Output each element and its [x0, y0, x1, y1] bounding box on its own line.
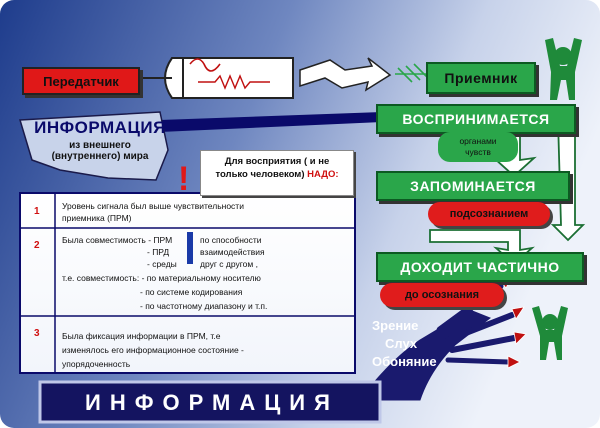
step-partial-label: ДОХОДИТ ЧАСТИЧНО [400, 259, 560, 275]
subconscious-label: подсознанием [449, 208, 529, 220]
perception-note-line2: только человеком) [215, 169, 305, 180]
bottom-banner-label: ИНФОРМАЦИЯ [85, 390, 339, 415]
condition-2-l6: - по частотному диапазону и т.п. [140, 301, 268, 311]
info-source-sub1: из внешнего [69, 140, 131, 151]
step-memorized: ЗАПОМИНАЕТСЯ [376, 171, 570, 201]
step-memorized-label: ЗАПОМИНАЕТСЯ [410, 178, 536, 194]
perception-note: Для восприятия ( и не только человеком) … [200, 150, 354, 196]
transmitter-device [140, 57, 294, 99]
info-source-sub2: (внутреннего) мира [51, 151, 149, 162]
organs-note-line2: чувств [465, 147, 491, 157]
step-partial: ДОХОДИТ ЧАСТИЧНО [376, 252, 584, 282]
condition-2-l1a: Была совместимость - ПРМ [62, 235, 173, 245]
info-arrow [160, 104, 400, 132]
receiver-box: Приемник [426, 62, 536, 94]
conscious-pill: до осознания [380, 283, 504, 307]
subconscious-pill: подсознанием [428, 202, 550, 226]
condition-2-l2a: - ПРД [147, 247, 170, 257]
condition-2-l2b: взаимодействия [200, 247, 265, 257]
condition-3-line1: Была фиксация информации в ПРМ, т.е [62, 331, 221, 341]
condition-2-l3a: - среды [147, 259, 177, 269]
condition-2-l3b: друг с другом , [200, 259, 258, 269]
condition-1-line2: приемника (ПРМ) [62, 213, 132, 223]
exclamation-mark: ! [178, 160, 189, 198]
receiver-label: Приемник [444, 70, 518, 86]
receiver-antenna [395, 63, 430, 83]
condition-1-number: 1 [34, 206, 40, 217]
perception-note-line1: Для восприятия ( и не [224, 156, 330, 167]
condition-3-number: 3 [34, 328, 40, 339]
condition-1-line1: Уровень сигнала был выше чувствительност… [62, 201, 244, 211]
person-icon-top [545, 38, 582, 100]
bottom-banner-bg [38, 380, 382, 424]
condition-2-l4: т.е. совместимость: - по материальному н… [62, 273, 261, 283]
organs-note-line1: органами [459, 136, 497, 146]
info-source-cloud [19, 111, 169, 181]
sense-vision: Зрение [372, 318, 419, 333]
step-perceived: ВОСПРИНИМАЕТСЯ [376, 104, 576, 134]
condition-3-line2: изменялось его информационное состояние … [62, 345, 244, 355]
condition-2-l1b: по способности [200, 235, 262, 245]
sense-smell: Обоняние [372, 354, 437, 369]
organs-note: органами чувств [438, 132, 518, 162]
conscious-label: до осознания [404, 289, 480, 301]
sense-hearing: Слух [385, 336, 418, 351]
info-source-text: ИНФОРМАЦИЯ из внешнего (внутреннего) мир… [30, 118, 170, 162]
blue-bracket [187, 232, 193, 264]
transmitter-label: Передатчик [43, 73, 119, 89]
condition-2-l5: - по системе кодирования [140, 287, 243, 297]
step-perceived-label: ВОСПРИНИМАЕТСЯ [402, 111, 550, 127]
condition-2-number: 2 [34, 240, 40, 251]
conditions-panel [19, 192, 356, 374]
transmitter-box: Передатчик [22, 67, 140, 95]
lightning-arrow [299, 57, 392, 92]
person-icon-bottom [532, 306, 568, 360]
condition-3-line3: упорядоченность [62, 359, 131, 369]
info-source-title: ИНФОРМАЦИЯ [34, 118, 166, 137]
perception-note-emph: НАДО: [307, 169, 339, 180]
